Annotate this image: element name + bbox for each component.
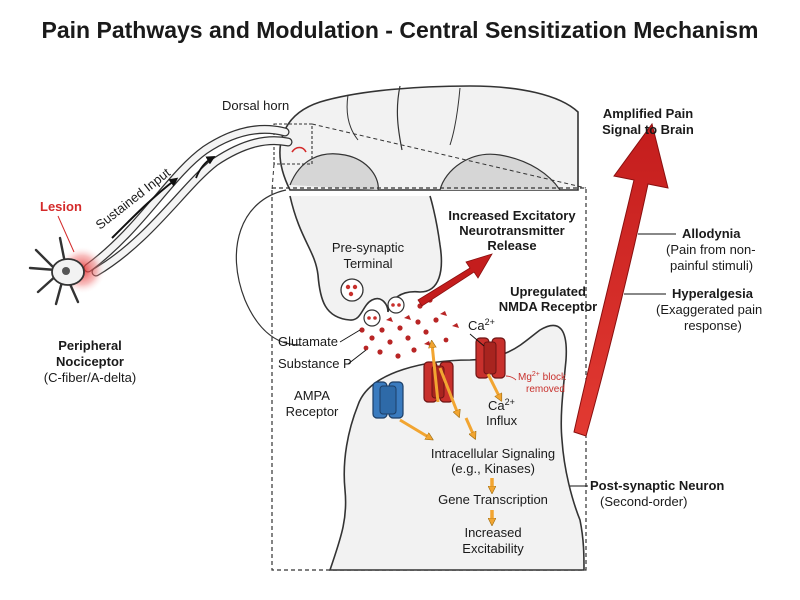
synaptic-vesicle xyxy=(340,278,364,302)
excitability-label-1: Increased xyxy=(464,525,521,540)
glutamate-label: Glutamate xyxy=(278,334,338,349)
increased-release-label-1: Increased Excitatory xyxy=(448,208,576,223)
influx-to-signaling-arrow xyxy=(464,417,474,436)
allodynia-label: Allodynia xyxy=(682,226,741,241)
amplified-label-2: Signal to Brain xyxy=(602,122,694,137)
mg-block-label-1: Mg2+ block xyxy=(518,371,567,383)
grey-matter-right xyxy=(439,153,561,191)
allodynia-desc-1: (Pain from non- xyxy=(666,242,756,257)
presynaptic-terminal xyxy=(289,195,443,327)
intracellular-label-1: Intracellular Signaling xyxy=(431,446,555,461)
gene-transcription-label: Gene Transcription xyxy=(438,492,548,507)
hyperalgesia-desc-2: response) xyxy=(684,318,742,333)
postsynaptic-label-1: Post-synaptic Neuron xyxy=(590,478,724,493)
sustained-input-arrow xyxy=(111,177,179,239)
postsynaptic-label-2: (Second-order) xyxy=(600,494,687,509)
increased-release-arrow xyxy=(417,253,493,307)
dorsal-horn-hotspot xyxy=(291,146,307,153)
presynaptic-label-1: Pre-synaptic xyxy=(332,240,405,255)
presynaptic-membrane xyxy=(289,195,443,321)
signaling-arrows xyxy=(399,344,500,522)
peripheral-nociceptor xyxy=(28,236,106,306)
nociceptor-label-2: Nociceptor xyxy=(56,354,124,369)
afferent-fiber xyxy=(83,124,301,346)
hyperalgesia-desc-1: (Exaggerated pain xyxy=(656,302,762,317)
fusing-vesicle xyxy=(387,296,405,314)
ampa-receptor xyxy=(372,381,404,419)
intracellular-label-2: (e.g., Kinases) xyxy=(451,461,535,476)
ampa-signal-arrow xyxy=(399,418,430,438)
nmda-label-2: NMDA Receptor xyxy=(499,299,597,314)
hyperalgesia-label: Hyperalgesia xyxy=(672,286,754,301)
ca-influx-label-2: Influx xyxy=(486,413,518,428)
increased-release-label-2: Neurotransmitter xyxy=(459,223,564,238)
mg-block-label-2: removed xyxy=(526,384,565,395)
substance-p-label: Substance P xyxy=(278,356,352,371)
neurotransmitters xyxy=(359,297,459,359)
amplified-signal-arrow xyxy=(573,122,669,437)
excitability-label-2: Excitability xyxy=(462,541,524,556)
amplified-label-1: Amplified Pain xyxy=(603,106,693,121)
fiber-type-label: (C-fiber/A-delta) xyxy=(44,370,136,385)
dorsal-horn-label: Dorsal horn xyxy=(222,98,289,113)
presynaptic-label-2: Terminal xyxy=(343,256,392,271)
ampa-label-1: AMPA xyxy=(294,388,330,403)
increased-release-label-3: Release xyxy=(487,238,536,253)
ca-influx-arrow-left xyxy=(438,367,458,414)
spinal-cord-section xyxy=(279,85,579,191)
page-title: Pain Pathways and Modulation - Central S… xyxy=(42,17,759,43)
ampa-label-2: Receptor xyxy=(286,404,339,419)
ca-top-label: Ca2+ xyxy=(468,317,495,333)
nmda-label-1: Upregulated xyxy=(510,284,586,299)
ascending-arrow xyxy=(195,156,216,179)
allodynia-desc-2: painful stimuli) xyxy=(670,258,753,273)
nociceptor-label-1: Peripheral xyxy=(58,338,122,353)
ca-efflux-arrow xyxy=(432,344,440,403)
lesion-label: Lesion xyxy=(40,199,82,214)
ca-influx-arrow-right xyxy=(486,373,500,398)
docking-vesicle xyxy=(363,309,381,327)
nmda-receptor-right xyxy=(475,337,506,379)
